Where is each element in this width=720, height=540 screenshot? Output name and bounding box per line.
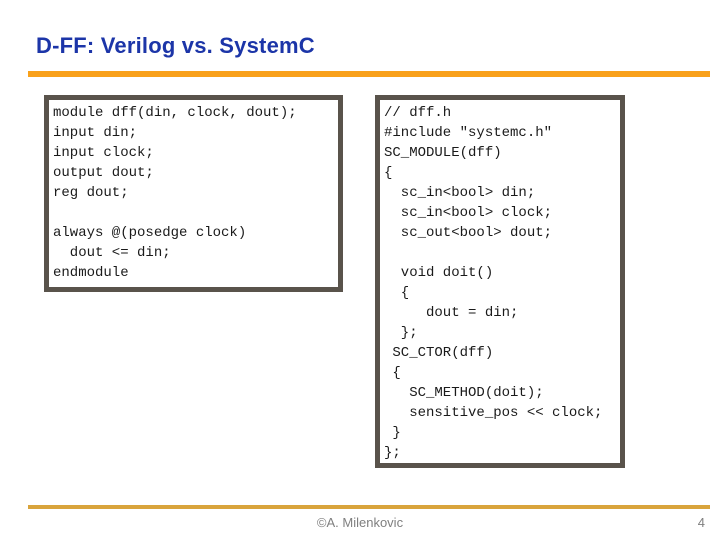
footer-page-number: 4 bbox=[697, 515, 705, 530]
slide-title: D-FF: Verilog vs. SystemC bbox=[36, 33, 315, 58]
verilog-code-box: module dff(din, clock, dout); input din;… bbox=[44, 95, 343, 292]
verilog-code-text: module dff(din, clock, dout); input din;… bbox=[53, 105, 297, 281]
footer-rule bbox=[28, 505, 710, 509]
systemc-code-box: // dff.h #include "systemc.h" SC_MODULE(… bbox=[375, 95, 625, 468]
title-underline-rule bbox=[28, 71, 710, 77]
systemc-code-text: // dff.h #include "systemc.h" SC_MODULE(… bbox=[384, 105, 603, 461]
footer-copyright: ©A. Milenkovic bbox=[316, 515, 404, 530]
